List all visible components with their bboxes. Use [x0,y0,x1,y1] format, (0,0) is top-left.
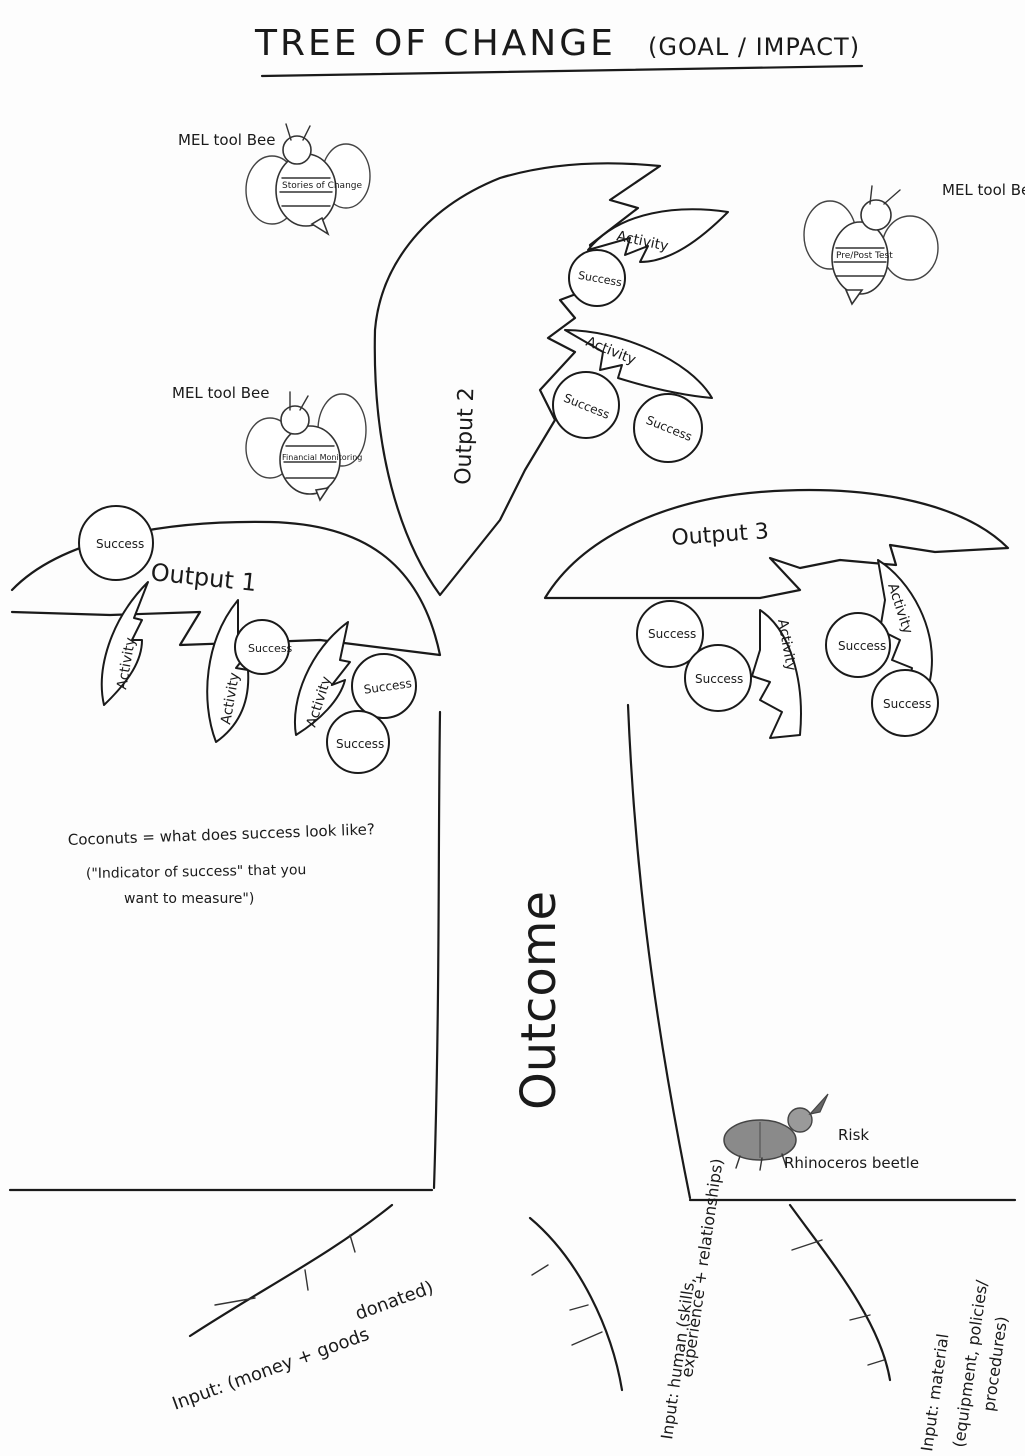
success-coconut: Success [826,613,890,677]
title-main: TREE OF CHANGE [254,23,616,64]
root-middle-twig-b [570,1305,588,1310]
bee-financial-monitoring: MEL tool Bee Financial Monitoring [172,384,366,500]
success-label: Success [96,537,144,551]
input-middle-line-2: experience + relationships) [677,1157,727,1378]
bee-head [283,136,311,164]
beetle-head [788,1108,812,1132]
success-coconut: Success [872,670,938,736]
bee-stinger [846,290,862,304]
activity-leaf: Activity [752,610,801,738]
input-left-line-2: donated) [353,1277,437,1325]
success-coconut: Success [569,250,625,306]
success-label: Success [248,642,293,655]
output-3-label: Output 3 [671,519,770,551]
note-line-3: want to measure") [124,891,254,907]
activity-leaf: Activity [207,600,250,742]
root-middle-twig-c [572,1332,602,1345]
success-coconut: Success [327,711,389,773]
branch-output-3 [545,490,1008,598]
outcome-label: Outcome [511,891,567,1110]
root-right-twig-a [792,1240,822,1250]
success-coconut: Success [685,645,751,711]
bee-caption: MEL tool Bee [178,131,275,149]
success-label: Success [695,672,743,686]
note-line-1: Coconuts = what does success look like? [68,820,376,849]
bee-tool-label: Stories of Change [282,181,362,191]
root-right [790,1205,890,1380]
risk-beetle-name: Rhinoceros beetle [784,1154,919,1172]
bee-caption: MEL tool Bee [942,181,1025,199]
root-middle [530,1218,622,1390]
trunk-right-edge [628,705,690,1198]
success-label: Success [883,697,931,711]
output-2-label: Output 2 [451,387,479,485]
beetle-horn [810,1094,828,1114]
note-line-2: ("Indicator of success" that you [86,862,307,882]
input-right-line-1: Input: material [917,1332,952,1452]
root-left-twig-a [350,1235,355,1252]
coconut-note: Coconuts = what does success look like? … [68,820,376,907]
bee-stinger [316,488,328,500]
input-left-line-1: Input: (money + goods [170,1324,373,1415]
title-group: TREE OF CHANGE (GOAL / IMPACT) [254,23,862,76]
success-coconut: Success [79,506,153,580]
activity-leaf: Activity [102,582,148,705]
root-left-twig-b [305,1270,308,1290]
bee-tool-label: Financial Monitoring [282,453,362,462]
title-underline [262,66,862,76]
risk-label: Risk [838,1126,869,1144]
success-label: Success [838,639,886,653]
bee-pre-post-test: MEL tool Bee Pre/Post Test [804,181,1025,304]
rhinoceros-beetle: Risk Rhinoceros beetle [724,1094,919,1172]
root-middle-twig-a [532,1265,548,1275]
bee-head [861,200,891,230]
root-left-twig-c [215,1298,255,1305]
bee-head [281,406,309,434]
success-coconut: Success [235,620,293,674]
success-coconut: Success [634,394,702,462]
title-subtitle: (GOAL / IMPACT) [648,33,860,61]
success-coconut: Success [553,372,619,438]
root-right-twig-c [868,1360,884,1365]
bee-stories-of-change: MEL tool Bee Stories of Change [178,124,370,234]
success-coconut: Success [352,654,416,718]
success-label: Success [336,737,384,751]
bee-caption: MEL tool Bee [172,384,269,402]
trunk-left-edge [434,712,440,1188]
bee-tool-label: Pre/Post Test [836,251,893,261]
input-financial: Input: (money + goods donated) [170,1277,437,1415]
success-label: Success [648,627,696,641]
input-material: Input: material (equipment, policies/ pr… [917,1278,1011,1452]
output-1-label: Output 1 [149,558,258,597]
